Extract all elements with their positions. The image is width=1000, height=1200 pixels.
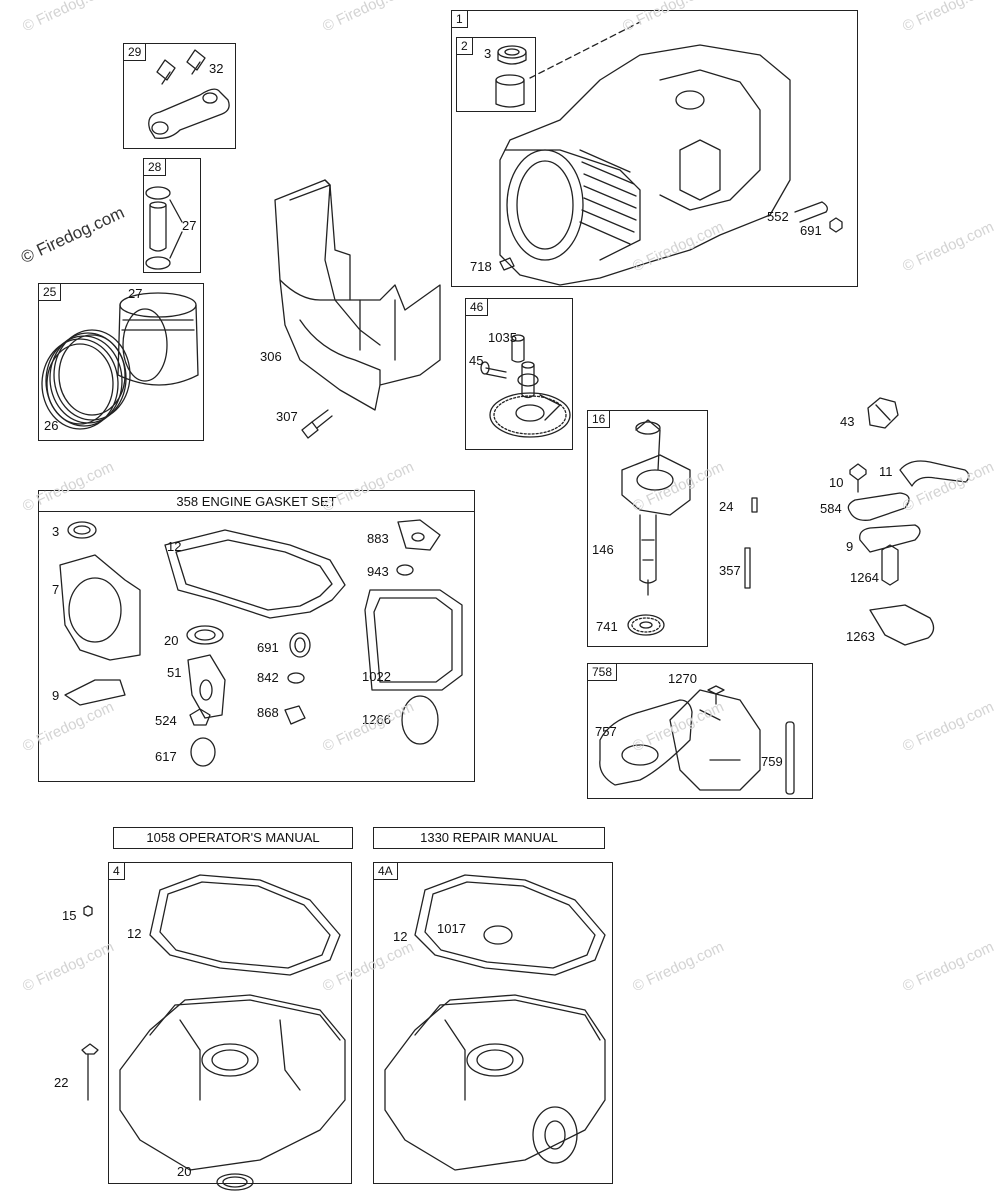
group-tag-758: 758 [588, 664, 618, 681]
cylinder-block-drawing [499, 21, 843, 286]
group-box-25: 25 [38, 283, 204, 441]
group-box-4: 4 [108, 862, 352, 1184]
callout-691-gasket-set: 691 [257, 640, 279, 655]
callout-1263: 1263 [846, 629, 875, 644]
gasket-set-drawing [59, 519, 463, 767]
group-box-4a: 4A [373, 862, 613, 1184]
callout-12-operators: 12 [127, 926, 142, 941]
callout-1022: 1022 [362, 669, 391, 684]
callout-842: 842 [257, 670, 279, 685]
callout-20-seal: 20 [164, 633, 179, 648]
camshaft-drawing [480, 334, 571, 438]
callout-617: 617 [155, 749, 177, 764]
crankshaft-drawing [621, 419, 691, 636]
callout-1270: 1270 [668, 671, 697, 686]
callout-1017: 1017 [437, 921, 466, 936]
group-box-16: 16 [587, 410, 708, 647]
callout-11: 11 [879, 464, 893, 479]
callout-524: 524 [155, 713, 177, 728]
callout-12-gasket-set: 12 [167, 539, 182, 554]
group-tag-25: 25 [39, 284, 62, 301]
connecting-rod-drawing [148, 49, 230, 139]
group-box-2: 2 [456, 37, 536, 112]
group-box-358 [38, 490, 475, 782]
sump-cover-drawing-4a [384, 874, 606, 1171]
callout-43: 43 [840, 414, 855, 429]
callout-883: 883 [367, 531, 389, 546]
breather-drawing [599, 685, 795, 795]
callout-7: 7 [52, 582, 60, 597]
callout-24: 24 [719, 499, 734, 514]
callout-357: 357 [719, 563, 741, 578]
callout-32: 32 [209, 61, 224, 76]
group-tag-2: 2 [457, 38, 473, 55]
group-tag-16: 16 [588, 411, 611, 428]
callout-759: 759 [761, 754, 783, 769]
callout-3-bushing: 3 [484, 46, 492, 61]
gasket-set-banner: 358 ENGINE GASKET SET [38, 490, 475, 512]
callout-27-clip: 27 [182, 218, 197, 233]
repair-manual-banner: 1330 REPAIR MANUAL [373, 827, 605, 849]
callout-20-sump: 20 [177, 1164, 192, 1179]
callout-10: 10 [829, 475, 844, 490]
callout-45: 45 [469, 353, 484, 368]
callout-691-block: 691 [800, 223, 822, 238]
bushing-drawing [495, 45, 527, 108]
callout-741: 741 [596, 619, 618, 634]
loose-pins-drawing [744, 497, 758, 589]
callout-943: 943 [367, 564, 389, 579]
group-tag-28: 28 [144, 159, 167, 176]
group-tag-29: 29 [124, 44, 147, 61]
group-box-46: 46 [465, 298, 573, 450]
blower-housing-drawing [274, 179, 441, 439]
callout-15: 15 [62, 908, 77, 923]
callout-584: 584 [820, 501, 842, 516]
callout-146: 146 [592, 542, 614, 557]
callout-307: 307 [276, 409, 298, 424]
governor-parts-drawing [847, 397, 970, 646]
callout-1266: 1266 [362, 712, 391, 727]
callout-1264: 1264 [850, 570, 879, 585]
group-tag-46: 46 [466, 299, 489, 316]
group-box-28: 28 [143, 158, 201, 273]
group-tag-4a: 4A [374, 863, 398, 880]
callout-718: 718 [470, 259, 492, 274]
callout-26: 26 [44, 418, 59, 433]
sump-cover-drawing-4 [81, 874, 346, 1191]
callout-9-gasket-set: 9 [52, 688, 60, 703]
group-box-758: 758 [587, 663, 813, 799]
group-box-29: 29 [123, 43, 236, 149]
group-box-1: 1 [451, 10, 858, 287]
callout-1035: 1035 [488, 330, 517, 345]
group-tag-4: 4 [109, 863, 125, 880]
callout-12-repair: 12 [393, 929, 408, 944]
piston-drawing [41, 292, 199, 430]
operators-manual-banner: 1058 OPERATOR'S MANUAL [113, 827, 353, 849]
callout-27-piston: 27 [128, 286, 143, 301]
callout-868: 868 [257, 705, 279, 720]
callout-51: 51 [167, 665, 182, 680]
callout-9-governor: 9 [846, 539, 854, 554]
callout-3-seal: 3 [52, 524, 60, 539]
callout-306: 306 [260, 349, 282, 364]
group-tag-1: 1 [452, 11, 468, 28]
wrist-pin-drawing [145, 186, 183, 270]
callout-552: 552 [767, 209, 789, 224]
callout-757: 757 [595, 724, 617, 739]
callout-22: 22 [54, 1075, 69, 1090]
